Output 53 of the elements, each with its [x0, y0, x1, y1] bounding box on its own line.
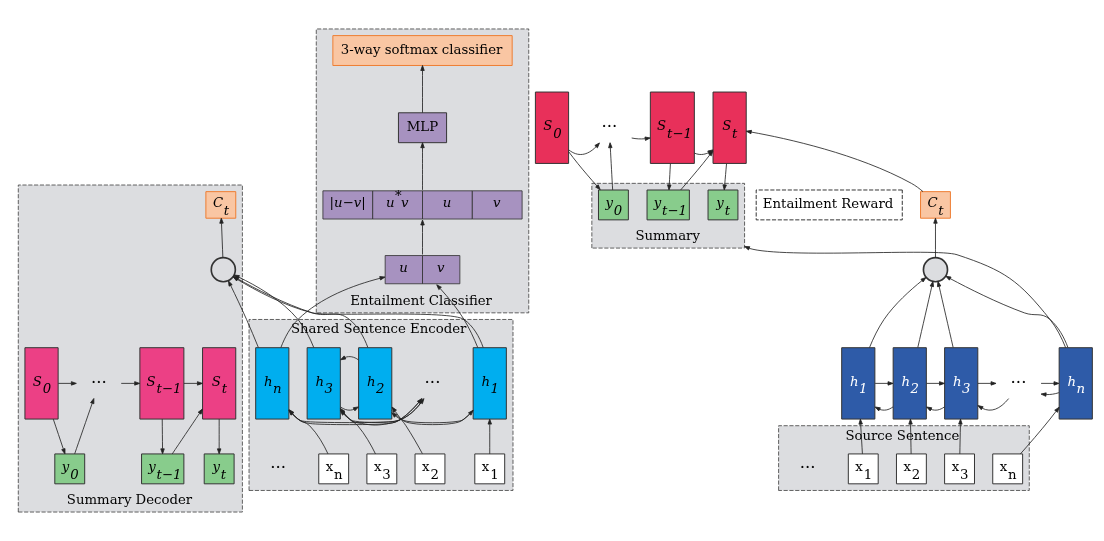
arrow: [1040, 381, 1060, 386]
arrow: [391, 406, 423, 455]
arrow: [926, 381, 945, 386]
arrow: [858, 418, 863, 455]
node-box: MLP: [397, 112, 448, 144]
arrow: [667, 163, 672, 191]
node-text: ···: [1010, 372, 1027, 392]
arrow: [1040, 392, 1060, 397]
arrow: [160, 418, 165, 455]
arrow: [436, 284, 479, 348]
arrow: [1020, 406, 1060, 455]
arrow: [52, 418, 66, 455]
arrow: [958, 418, 963, 455]
arrow: [74, 398, 95, 455]
arrow: [568, 142, 600, 155]
arrow: [420, 142, 425, 191]
arrow: [722, 163, 727, 191]
arrow: [917, 281, 934, 348]
arrow: [869, 277, 927, 348]
label: ···: [270, 458, 287, 478]
arrow: [183, 381, 203, 386]
arrow: [908, 418, 913, 455]
node-text: ···: [601, 116, 618, 136]
arrow: [420, 65, 425, 114]
node-box: Entailment Reward: [755, 189, 903, 221]
arrow: [217, 418, 222, 455]
arrow: [933, 217, 938, 258]
arrow: [631, 136, 651, 141]
arrow: [937, 281, 954, 348]
node-box: 3-way softmax classifier: [332, 35, 513, 66]
arrow: [608, 142, 614, 191]
arrow: [744, 246, 1066, 348]
arrow: [219, 217, 224, 258]
arrow: [340, 355, 359, 361]
arrow: [57, 381, 77, 386]
node-text: ···: [424, 372, 441, 392]
arrow: [874, 381, 894, 386]
arrow: [420, 219, 425, 255]
label: ···: [799, 458, 816, 478]
arrow: [228, 280, 259, 348]
arrow: [171, 408, 203, 455]
arrow: [120, 381, 141, 386]
arrow: [487, 418, 492, 455]
arrow: [945, 275, 1069, 348]
arrow: [568, 151, 601, 191]
arrow: [874, 406, 894, 412]
arrow: [280, 276, 386, 348]
arrow: [745, 129, 924, 193]
arrow: [977, 398, 1010, 411]
arrow: [340, 406, 359, 412]
node-text: ···: [90, 372, 107, 392]
arrow: [926, 406, 945, 412]
arrow: [977, 381, 997, 386]
